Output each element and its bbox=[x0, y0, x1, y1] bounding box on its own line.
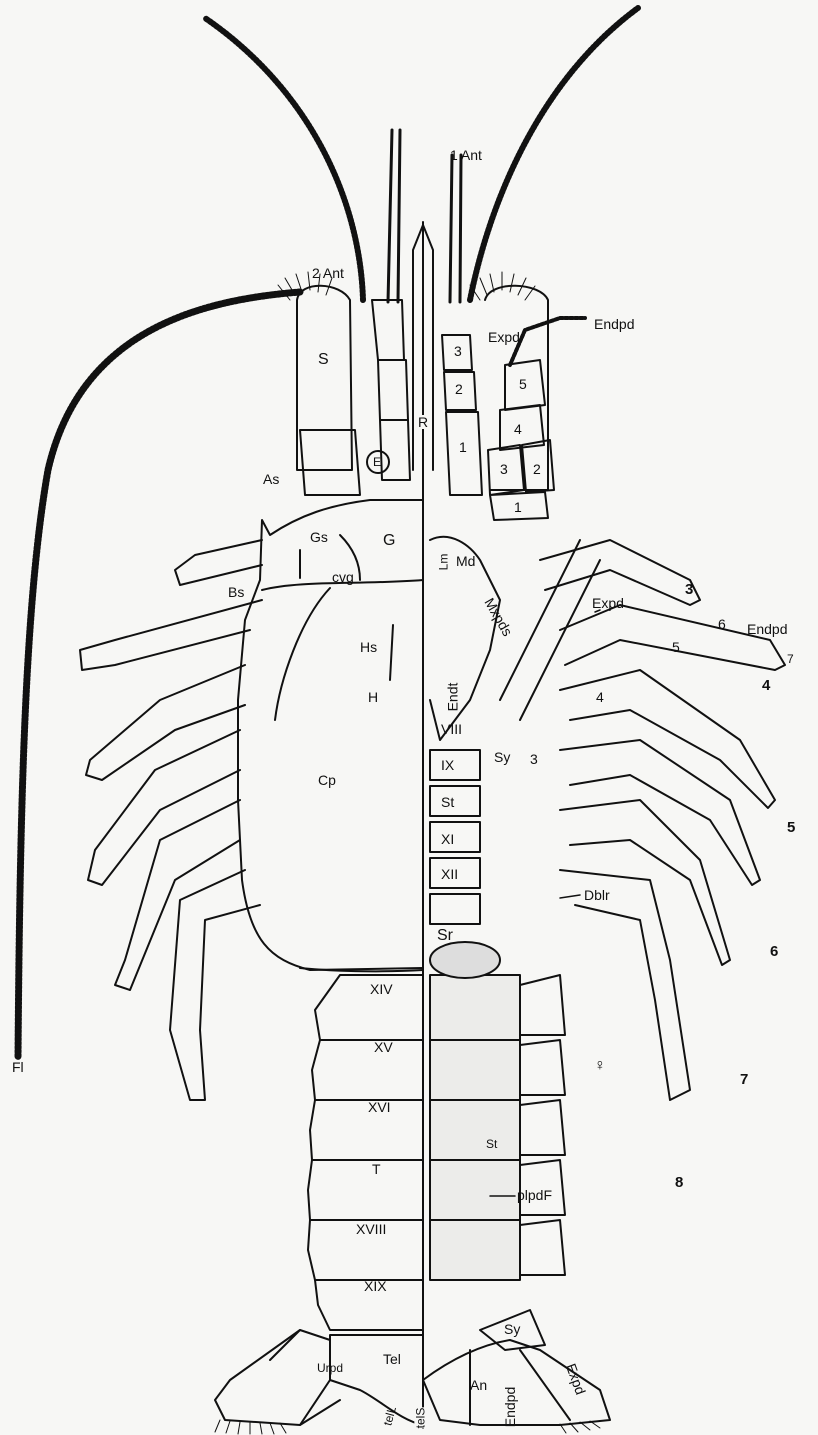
pleopods bbox=[520, 975, 565, 1275]
label-leg-seg7: 7 bbox=[787, 653, 794, 665]
label-md: Md bbox=[456, 554, 475, 568]
label-t: T bbox=[372, 1162, 381, 1176]
seminal-receptacle bbox=[430, 942, 500, 978]
label-xviii: XVIII bbox=[356, 1222, 386, 1236]
label-xvi: XVI bbox=[368, 1100, 391, 1114]
right-antennule-peduncle bbox=[442, 335, 482, 495]
label-st-viii: VIII bbox=[441, 722, 462, 736]
label-lm: Lm bbox=[437, 554, 449, 571]
left-antenna-flagellum bbox=[18, 292, 300, 1058]
label-mxp2: 2 bbox=[533, 462, 541, 476]
label-as: As bbox=[263, 472, 279, 486]
label-eye: E bbox=[373, 456, 381, 468]
label-st-abd: St bbox=[486, 1138, 497, 1150]
carapace bbox=[238, 500, 423, 970]
left-upper-antenna bbox=[205, 18, 363, 300]
label-xix: XIX bbox=[364, 1279, 387, 1293]
label-mxp5: 5 bbox=[519, 377, 527, 391]
label-seg2: 2 bbox=[455, 382, 463, 396]
label-mxp1: 1 bbox=[514, 500, 522, 514]
left-antennal-peduncle bbox=[372, 300, 410, 480]
right-upper-antenna bbox=[470, 8, 638, 300]
hepatic-spine bbox=[390, 625, 393, 680]
leg-number-3: 3 bbox=[685, 582, 693, 597]
label-an: An bbox=[470, 1378, 487, 1392]
label-seg1: 1 bbox=[459, 440, 467, 454]
label-mxp4: 4 bbox=[514, 422, 522, 436]
label-hs: Hs bbox=[360, 640, 377, 654]
label-sr: Sr bbox=[437, 928, 453, 944]
label-st-st: St bbox=[441, 795, 454, 809]
label-cvg: cvg bbox=[332, 570, 354, 584]
label-1-ant: 1 Ant bbox=[450, 148, 482, 162]
label-rostrum: R bbox=[418, 415, 428, 429]
abdominal-tergites bbox=[308, 975, 423, 1330]
tail-fringe bbox=[215, 1420, 600, 1434]
label-h: H bbox=[368, 690, 378, 704]
label-tels: telS bbox=[414, 1408, 426, 1429]
label-endpd-tail: Endpd bbox=[503, 1387, 517, 1427]
label-st-xi: XI bbox=[441, 832, 454, 846]
label-mxp3: 3 bbox=[500, 462, 508, 476]
leg-number-5: 5 bbox=[787, 820, 795, 835]
label-endpd-mid: Endpd bbox=[747, 622, 787, 636]
label-tel: Tel bbox=[383, 1352, 401, 1366]
label-dblr: Dblr bbox=[584, 888, 610, 902]
label-endt: Endt bbox=[445, 683, 459, 712]
label-leg-seg6: 6 bbox=[718, 617, 726, 631]
label-scale: S bbox=[318, 352, 329, 368]
leg-number-4: 4 bbox=[762, 678, 770, 693]
label-leg-seg5: 5 bbox=[672, 640, 680, 654]
label-sy-thorax: Sy bbox=[494, 750, 510, 764]
label-leg-seg3: 3 bbox=[530, 752, 538, 766]
label-expd-top: Expd bbox=[488, 330, 520, 344]
leg-number-7: 7 bbox=[740, 1072, 748, 1087]
right-exopod-scale bbox=[485, 286, 548, 490]
label-sy-tail: Sy bbox=[504, 1322, 520, 1336]
label-2-ant: 2 Ant bbox=[312, 266, 344, 280]
label-endpd-top: Endpd bbox=[594, 317, 634, 331]
label-g: G bbox=[383, 533, 395, 549]
label-fl: Fl bbox=[12, 1060, 24, 1074]
label-leg-seg4: 4 bbox=[596, 690, 604, 704]
antennal-scale bbox=[297, 286, 352, 470]
label-cp: Cp bbox=[318, 773, 336, 787]
thoracic-sternites bbox=[430, 750, 480, 924]
leg-number-8: 8 bbox=[675, 1175, 683, 1190]
label-xv: XV bbox=[374, 1040, 393, 1054]
label-expd-mid: Expd bbox=[592, 596, 624, 610]
branchiostegal-line bbox=[275, 588, 330, 720]
label-female: ♀ bbox=[594, 1058, 606, 1074]
label-seg3: 3 bbox=[454, 344, 462, 358]
label-gs: Gs bbox=[310, 530, 328, 544]
label-xiv: XIV bbox=[370, 982, 393, 996]
abdominal-sternites bbox=[430, 975, 520, 1280]
left-antennule bbox=[388, 130, 400, 302]
label-st-ix: IX bbox=[441, 758, 454, 772]
right-antennule bbox=[450, 155, 461, 302]
label-st-xii: XII bbox=[441, 867, 458, 881]
label-plpdf: plpdF bbox=[517, 1188, 552, 1202]
label-bs: Bs bbox=[228, 585, 244, 599]
leg-number-6: 6 bbox=[770, 944, 778, 959]
label-urpd: Urpd bbox=[317, 1362, 343, 1374]
left-legs bbox=[80, 540, 262, 1100]
